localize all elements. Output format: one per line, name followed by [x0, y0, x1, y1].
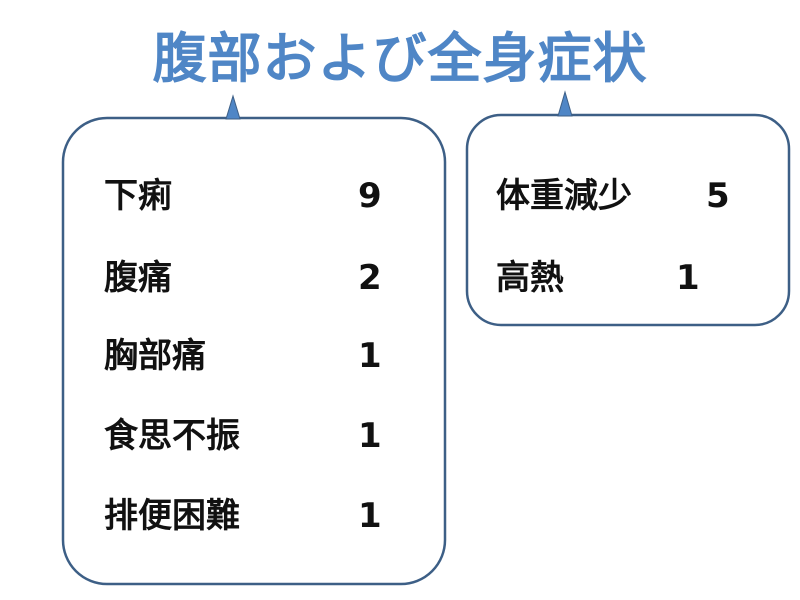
diagram-title: 腹部および全身症状	[152, 27, 648, 90]
right-callout-box	[465, 113, 791, 327]
left-callout-box	[61, 116, 447, 586]
item-label: 胸部痛	[104, 336, 206, 376]
item-label: 下痢	[104, 176, 172, 216]
item-count: 5	[706, 176, 730, 216]
item-count: 9	[358, 176, 382, 216]
right-callout-pointer	[557, 90, 573, 117]
item-label: 腹痛	[104, 258, 172, 298]
item-count: 1	[358, 496, 382, 536]
item-count: 1	[676, 258, 700, 298]
item-label: 体重減少	[496, 176, 632, 216]
left-callout-pointer	[225, 94, 241, 120]
item-label: 排便困難	[104, 496, 240, 536]
item-label: 食思不振	[104, 416, 240, 456]
item-count: 1	[358, 416, 382, 456]
item-count: 2	[358, 258, 382, 298]
item-count: 1	[358, 336, 382, 376]
item-label: 高熱	[496, 258, 564, 298]
